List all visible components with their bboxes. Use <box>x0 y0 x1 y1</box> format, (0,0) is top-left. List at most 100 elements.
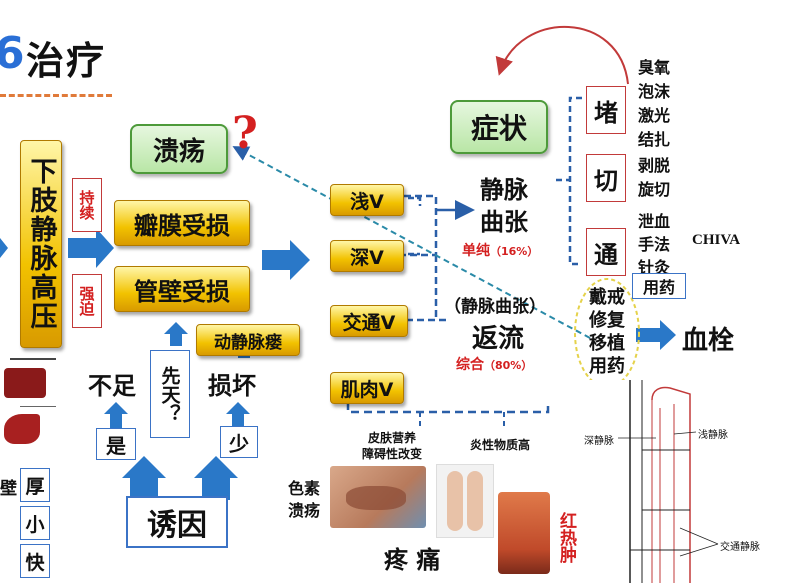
treatment-cut-label: 切 <box>594 161 618 196</box>
congenital-box: 先天？ <box>150 350 190 438</box>
simple-label: 单纯 <box>462 243 490 259</box>
leg-photo-inflammation <box>436 464 494 538</box>
prev-line-2: 修复 <box>584 309 630 332</box>
combined-label: 综合 <box>456 357 484 373</box>
thick-label: 厚 <box>25 472 44 499</box>
redness-label: 红热肿 <box>554 512 579 563</box>
perforator-vein-label: 交通静脉 <box>720 538 760 553</box>
force-box: 强迫 <box>72 274 102 328</box>
big-arrow-1 <box>68 228 114 268</box>
vein-muscle-label: 肌肉V <box>341 375 394 402</box>
yes-box: 是 <box>96 428 136 460</box>
vein-superficial-box: 浅V <box>330 184 404 216</box>
venous-hypertension-box: 下肢静脉高压 <box>20 140 62 348</box>
fast-box: 快 <box>20 544 50 578</box>
treatment-open-label: 通 <box>594 235 618 270</box>
force-label: 强迫 <box>77 286 98 316</box>
skin-change-label: 皮肤营养 障碍性改变 <box>352 430 432 462</box>
skin-line-2: 障碍性改变 <box>352 446 432 462</box>
wall-damage-box: 管壁受损 <box>114 266 250 312</box>
deep-vein-label: 深静脉 <box>584 432 614 447</box>
symptom-label: 症状 <box>471 107 527 147</box>
reflux-paren-label: （静脉曲张） <box>444 292 546 317</box>
thrombus-label: 血栓 <box>682 320 734 357</box>
vein-deep-label: 深V <box>350 243 384 270</box>
cut-methods: 剥脱 旋切 <box>638 154 670 202</box>
anatomy-diagram: 深静脉 浅静脉 交通静脉 <box>590 380 795 583</box>
page-title: 治疗 <box>26 30 106 85</box>
thrombus-prevention: 戴戒 修复 移植 用药 <box>584 286 630 378</box>
av-fistula-label: 动静脉瘘 <box>214 328 282 353</box>
little-label: 少 <box>229 428 249 457</box>
superficial-vein-label: 浅静脉 <box>698 426 728 441</box>
method-rotary: 旋切 <box>638 178 670 202</box>
method-manual: 手法 <box>638 233 670 256</box>
open-methods: 泄血 手法 针灸 <box>638 210 670 279</box>
inflammation-label: 炎性物质高 <box>470 436 530 453</box>
treatment-cut-box: 切 <box>586 154 626 202</box>
varicose-label: 静脉曲张 <box>472 174 536 238</box>
pigment-line-1: 色素 <box>282 478 326 500</box>
prev-line-1: 戴戒 <box>584 286 630 309</box>
av-fistula-box: 动静脉瘘 <box>196 324 300 356</box>
big-arrow-thrombus <box>636 320 676 350</box>
persist-label: 持续 <box>77 190 98 220</box>
combined-type: 综合（80%） <box>456 354 532 374</box>
reflux-label: 返流 <box>472 318 524 355</box>
symptom-box: 症状 <box>450 100 548 154</box>
small-label: 小 <box>25 510 44 537</box>
big-arrow-2 <box>262 240 310 280</box>
medication-box: 用药 <box>632 273 686 299</box>
block-methods: 臭氧 泡沫 激光 结扎 <box>638 56 670 152</box>
method-ligation: 结扎 <box>638 128 670 152</box>
vein-deep-box: 深V <box>330 240 404 272</box>
pain-label: 疼 痛 <box>384 540 440 575</box>
vein-perforator-box: 交通V <box>330 305 408 337</box>
prev-line-3: 移植 <box>584 332 630 355</box>
small-box: 小 <box>20 506 50 540</box>
leg-photo-pigment <box>330 466 426 528</box>
medication-label: 用药 <box>643 274 675 298</box>
vein-superficial-label: 浅V <box>350 187 384 214</box>
simple-type: 单纯（16%） <box>462 240 538 260</box>
leg-photo-redness <box>498 492 550 574</box>
valve-damage-label: 瓣膜受损 <box>134 206 230 241</box>
insufficient-label: 不足 <box>88 366 136 401</box>
question-mark-icon: ? <box>232 108 258 159</box>
wall-damage-label: 管壁受损 <box>134 272 230 307</box>
method-foam: 泡沫 <box>638 80 670 104</box>
ulcer-label: 溃疡 <box>153 131 205 168</box>
simple-percent: （16%） <box>490 245 538 258</box>
inducement-box: 诱因 <box>126 496 228 548</box>
damage-label: 损坏 <box>208 366 256 401</box>
up-arrow-yes <box>122 456 166 500</box>
treatment-block-label: 堵 <box>594 93 618 128</box>
heading-number: 6 <box>0 28 25 79</box>
chiva-label: CHIVA <box>692 232 740 249</box>
leg-image-left <box>0 350 56 460</box>
yes-label: 是 <box>106 430 126 459</box>
venous-hypertension-label: 下肢静脉高压 <box>22 157 61 331</box>
method-ozone: 臭氧 <box>638 56 670 80</box>
congenital-label: 先天？ <box>157 366 184 423</box>
anatomy-drawing <box>590 380 795 583</box>
ulcer-box: 溃疡 <box>130 124 228 174</box>
little-box: 少 <box>220 426 258 458</box>
fast-label: 快 <box>25 548 44 575</box>
valve-damage-box: 瓣膜受损 <box>114 200 250 246</box>
vein-perforator-label: 交通V <box>343 308 396 335</box>
up-arrow-little <box>194 456 238 500</box>
partial-label: 壁 <box>0 474 17 499</box>
skin-line-1: 皮肤营养 <box>352 430 432 446</box>
prev-line-4: 用药 <box>584 355 630 378</box>
heading-divider <box>0 94 112 97</box>
combined-percent: （80%） <box>484 359 532 372</box>
persist-box: 持续 <box>72 178 102 232</box>
treatment-block-box: 堵 <box>586 86 626 134</box>
method-laser: 激光 <box>638 104 670 128</box>
pigment-ulcer-label: 色素 溃疡 <box>282 478 326 522</box>
pigment-line-2: 溃疡 <box>282 500 326 522</box>
method-stripping: 剥脱 <box>638 154 670 178</box>
inducement-label: 诱因 <box>147 500 207 544</box>
method-bleeding: 泄血 <box>638 210 670 233</box>
